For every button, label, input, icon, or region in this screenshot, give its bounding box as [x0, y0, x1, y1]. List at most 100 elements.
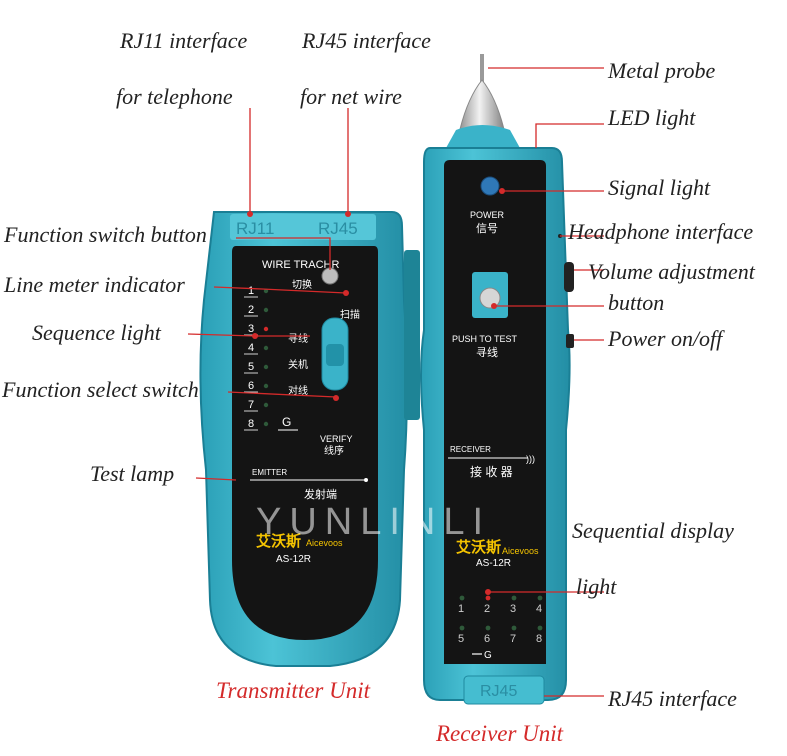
transmitter-sequence-led [263, 345, 269, 351]
transmitter-sequence-led [263, 364, 269, 370]
transmitter-sequence-led [263, 402, 269, 408]
receiver-number-4: 4 [536, 603, 542, 615]
receiver-model: AS-12R [476, 558, 511, 569]
receiver-number-5: 5 [458, 633, 464, 645]
function-select-switch-knob [326, 344, 344, 366]
receiver-sequence-led [537, 625, 543, 631]
label-sequential-line2: light [576, 574, 617, 599]
receiver-brand-en: Aicevoos [502, 546, 539, 556]
transmitter-number-1: 1 [248, 285, 254, 297]
label-test-lamp: Test lamp [90, 461, 175, 486]
transmitter-mode-off: 关机 [288, 358, 308, 371]
transmitter-sequence-led [263, 383, 269, 389]
line-function-select [227, 391, 337, 398]
transmitter-number-7: 7 [248, 399, 254, 411]
receiver-number-2: 2 [484, 603, 490, 615]
transmitter-mode-pair: 对线 [288, 384, 308, 397]
receiver-sequence-led [537, 595, 543, 601]
metal-probe [480, 54, 484, 84]
label-metal-probe: Metal probe [608, 58, 716, 83]
transmitter-sequence-led [263, 326, 269, 332]
label-sequential-line1: Sequential display [572, 518, 734, 543]
transmitter-number-2: 2 [248, 304, 254, 316]
receiver-unit: POWER 信号 PUSH TO TEST 寻线 RECEIVER ))) 接 … [404, 54, 574, 705]
transmitter-sequence-led [263, 288, 269, 294]
receiver-push-label: PUSH TO TEST [452, 334, 518, 344]
transmitter-scan-label: 扫描 [340, 308, 360, 321]
receiver-sequence-led [511, 595, 517, 601]
transmitter-unit: RJ11 RJ45 WIRE TRACHR 切换 扫描 寻线 关机 对线 123… [199, 211, 408, 667]
receiver-sequence-led [459, 595, 465, 601]
transmitter-sequence-led [263, 421, 269, 427]
transmitter-brand-cn: 艾沃斯 [256, 532, 301, 550]
transmitter-number-8: 8 [248, 418, 254, 430]
transmitter-number-4: 4 [248, 342, 254, 354]
push-to-test-button[interactable] [479, 287, 501, 309]
receiver-number-3: 3 [510, 603, 516, 615]
label-rj45-line2: for net wire [300, 84, 402, 109]
receiver-cn: 接 收 器 [470, 464, 513, 479]
receiver-push-cn: 寻线 [476, 345, 498, 359]
power-switch[interactable] [566, 334, 574, 348]
line-led-light [535, 123, 604, 148]
receiver-ground-label: G [484, 650, 492, 661]
transmitter-verify-cn: 线序 [324, 444, 344, 457]
receiver-number-1: 1 [458, 603, 464, 615]
receiver-sequence-led [459, 625, 465, 631]
receiver-side-strip [404, 250, 420, 420]
line-function-switch-button [236, 237, 331, 270]
label-rj45-line1: RJ45 interface [302, 28, 431, 53]
label-volume-line1: Volume adjustment [588, 259, 755, 284]
line-line-meter [213, 286, 347, 294]
transmitter-number-5: 5 [248, 361, 254, 373]
transmitter-number-6: 6 [248, 380, 254, 392]
dot-sequential-display [485, 589, 491, 595]
label-function-switch-button: Function switch button [4, 222, 207, 247]
transmitter-emitter-label: EMITTER [252, 468, 287, 477]
transmitter-sequence-led [263, 307, 269, 313]
transmitter-port-strip [230, 214, 376, 240]
caption-transmitter: Transmitter Unit [216, 678, 371, 703]
receiver-sequence-led [485, 595, 491, 601]
receiver-panel [444, 160, 546, 664]
dot-rj45 [345, 211, 351, 217]
transmitter-ground-label: G [282, 415, 291, 429]
receiver-rj45-port [463, 675, 545, 705]
label-led-light: LED light [608, 105, 696, 130]
receiver-label: RECEIVER [450, 445, 491, 454]
led-light [446, 125, 520, 148]
callout-lines [187, 67, 604, 697]
receiver-number-7: 7 [510, 633, 516, 645]
dot-sequence [252, 333, 258, 339]
signal-light [480, 176, 500, 196]
label-sequence-light: Sequence light [32, 320, 161, 345]
transmitter-verify-label: VERIFY [320, 434, 353, 444]
label-rj45-interface-bottom: RJ45 interface [608, 686, 737, 711]
transmitter-switch-label: 切换 [292, 278, 312, 291]
label-signal-light: Signal light [608, 175, 711, 200]
volume-adjustment-button[interactable] [564, 262, 574, 292]
watermark: YUNLINLI [256, 501, 491, 543]
transmitter-model: AS-12R [276, 554, 311, 565]
transmitter-number-3: 3 [248, 323, 254, 335]
transmitter-emitter-cn: 发射端 [304, 487, 337, 501]
function-switch-button[interactable] [321, 267, 339, 285]
receiver-sequence-led [485, 625, 491, 631]
receiver-power-cn: 信号 [476, 222, 498, 235]
receiver-number-6: 6 [484, 633, 490, 645]
receiver-signal-icon: ))) [526, 454, 535, 464]
test-lamp [364, 478, 368, 482]
label-rj11-line1: RJ11 interface [120, 28, 248, 53]
line-test-lamp [195, 477, 237, 481]
transmitter-sequence-numbers: 1 2 3 4 5 6 7 8 [244, 285, 269, 431]
transmitter-port-rj45-label: RJ45 [318, 219, 358, 238]
label-function-select-switch: Function select switch [2, 377, 199, 402]
receiver-power-label: POWER [470, 210, 505, 220]
label-headphone-interface: Headphone interface [568, 219, 754, 244]
label-power-on-off: Power on/off [608, 326, 723, 351]
dot-rj11 [247, 211, 253, 217]
label-volume-line2: button [608, 290, 665, 315]
function-select-led [333, 395, 339, 401]
